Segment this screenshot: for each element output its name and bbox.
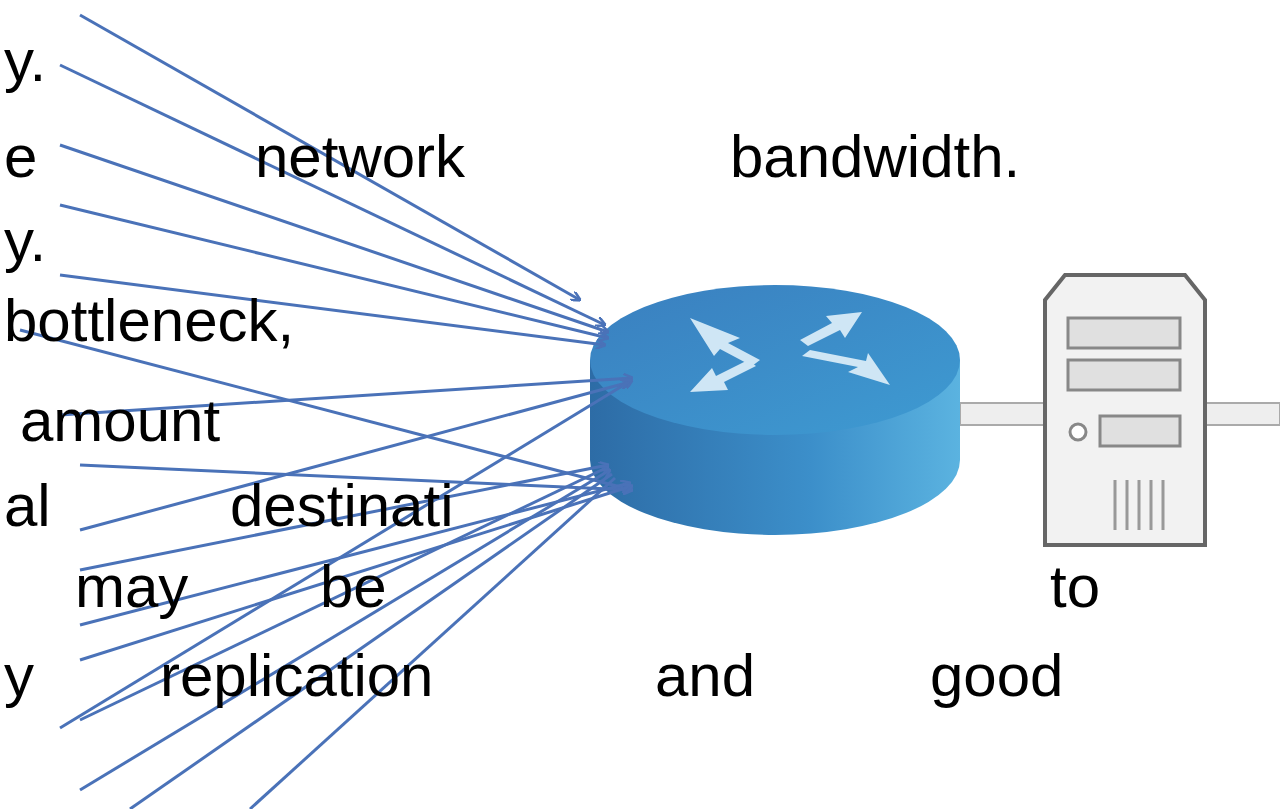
slide-text: al bbox=[4, 476, 51, 536]
slide-text: be bbox=[320, 557, 387, 617]
slide-text: y. bbox=[4, 31, 46, 91]
slide-text: destinati bbox=[230, 476, 453, 536]
slide-text: e bbox=[4, 127, 37, 187]
slide-text: bandwidth. bbox=[730, 127, 1020, 187]
slide-text: and bbox=[655, 646, 755, 706]
router-icon bbox=[590, 285, 960, 535]
slide-text: good bbox=[930, 646, 1063, 706]
server-icon bbox=[1045, 275, 1205, 545]
slide-text: to bbox=[1050, 557, 1100, 617]
slide-text: y. bbox=[4, 211, 46, 271]
slide-text: y bbox=[4, 646, 34, 706]
slide-text: replication bbox=[160, 646, 434, 706]
slide-text: amount bbox=[20, 391, 220, 451]
slide-text: may bbox=[75, 557, 188, 617]
slide-text: bottleneck, bbox=[4, 291, 294, 351]
slide-text: network bbox=[255, 127, 465, 187]
traffic-arrows bbox=[20, 15, 632, 809]
